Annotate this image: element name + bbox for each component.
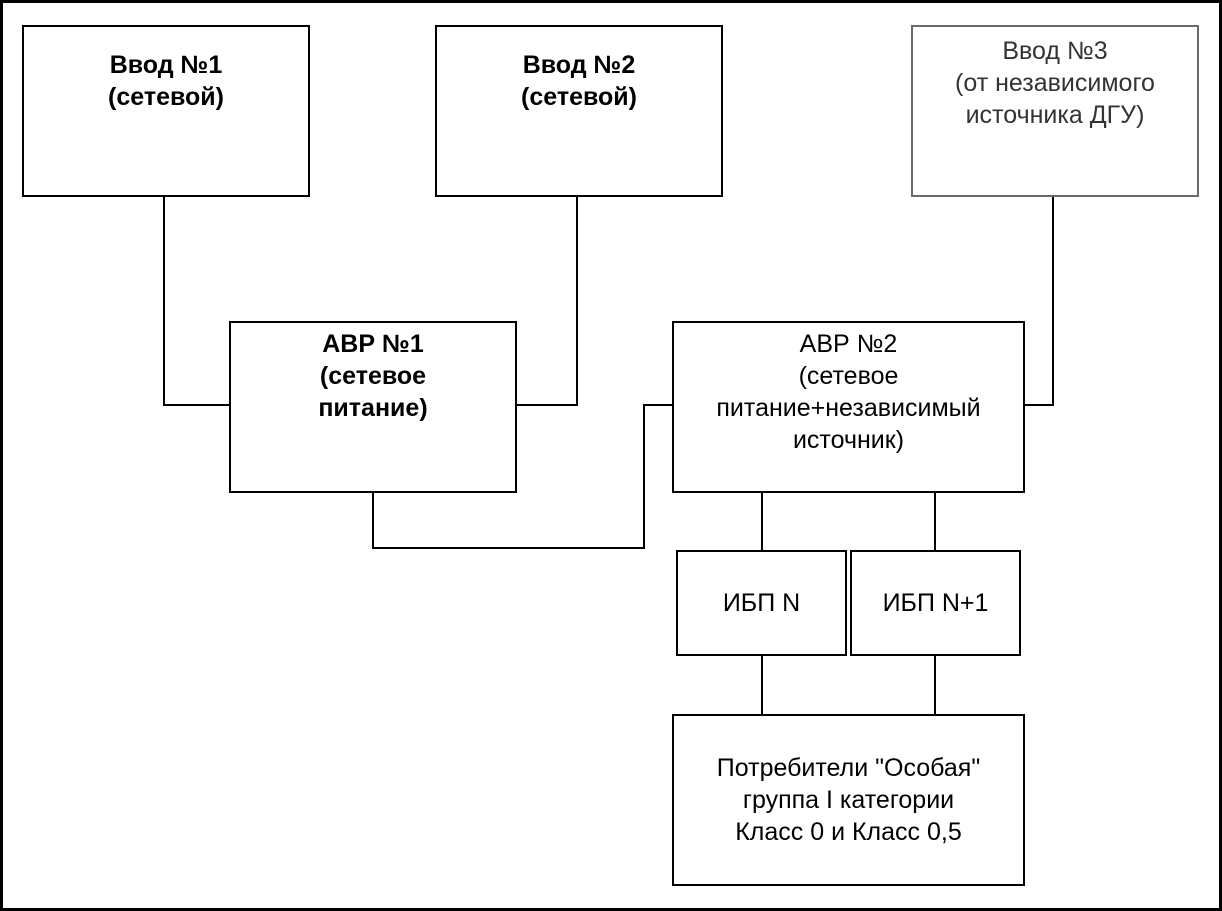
avr-2-subtitle-3: источник) [792, 426, 905, 454]
avr-1-subtitle-1: (сетевое [319, 362, 427, 390]
avr-1-box: АВР №1 (сетевое питание) [229, 321, 517, 493]
input-2-box: Ввод №2 (сетевой) [435, 25, 723, 197]
ups-n-box: ИБП N [676, 550, 847, 656]
avr-2-title: АВР №2 [799, 330, 898, 358]
input-3-box: Ввод №3 (от независимого источника ДГУ) [911, 25, 1199, 197]
consumers-group: группа I категории [742, 786, 955, 814]
ups-n-plus-1-label: ИБП N+1 [882, 589, 989, 617]
connection-lines [163, 196, 1054, 715]
consumers-box: Потребители "Особая" группа I категории … [672, 714, 1025, 886]
ups-n-label: ИБП N [722, 589, 801, 617]
input-2-subtitle: (сетевой) [521, 83, 637, 111]
consumers-class: Класс 0 и Класс 0,5 [735, 818, 962, 846]
avr-2-subtitle-2: питание+независимый [716, 394, 981, 422]
avr-1-subtitle-2: питание) [318, 394, 428, 422]
consumers-title: Потребители "Особая" [716, 754, 981, 782]
input-3-subtitle-1: (от независимого [955, 69, 1155, 97]
wire-avr1-avr2 [372, 404, 673, 549]
wire-input3-avr2 [1024, 196, 1054, 406]
avr-2-subtitle-1: (сетевое [798, 362, 899, 390]
ups-n-plus-1-box: ИБП N+1 [850, 550, 1021, 656]
wire-input2-avr1 [516, 196, 578, 406]
avr-2-box: АВР №2 (сетевое питание+независимый исто… [672, 321, 1025, 493]
input-1-subtitle: (сетевой) [108, 83, 224, 111]
input-1-box: Ввод №1 (сетевой) [22, 25, 310, 197]
avr-1-title: АВР №1 [322, 330, 424, 358]
wire-input1-avr1 [163, 196, 230, 406]
input-2-title: Ввод №2 [522, 51, 636, 79]
input-1-title: Ввод №1 [109, 51, 223, 79]
input-3-title: Ввод №3 [1002, 37, 1108, 65]
input-3-subtitle-2: источника ДГУ) [965, 101, 1145, 129]
